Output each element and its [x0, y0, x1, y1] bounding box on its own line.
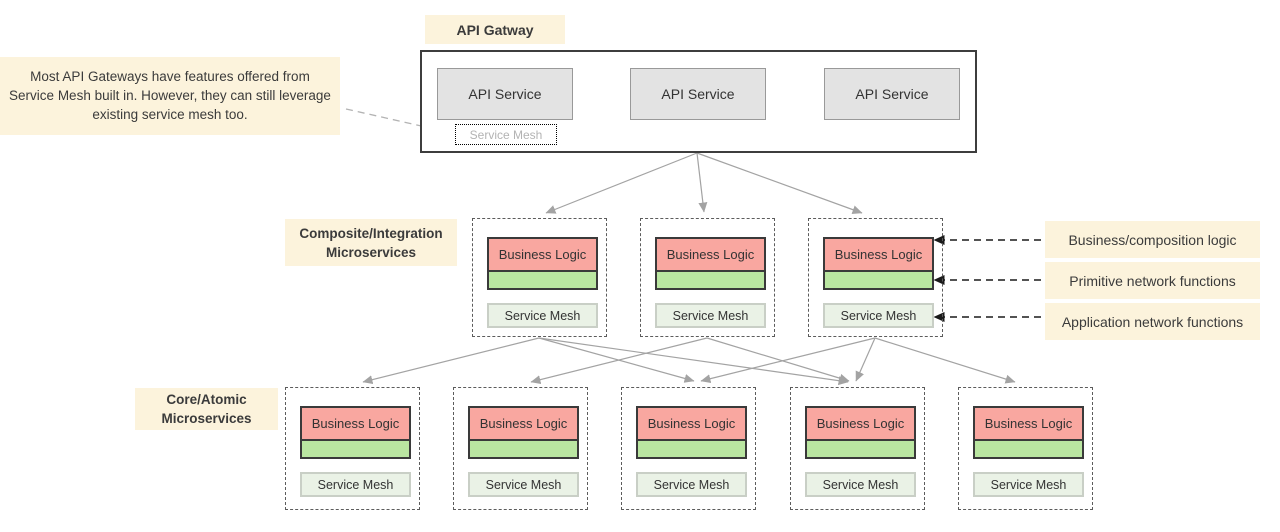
- arrow-gateway-to-composite-1: [545, 152, 698, 214]
- network-function-bar: [657, 272, 764, 288]
- gateway-service-mesh-box: Service Mesh: [455, 124, 557, 145]
- arrow-composite1-to-core1: [362, 337, 540, 385]
- arrow-gateway-to-composite-3: [696, 152, 863, 214]
- api-service-3: API Service: [824, 68, 960, 120]
- service-mesh-box: Service Mesh: [636, 472, 747, 497]
- business-logic-unit: Business Logic: [636, 406, 747, 459]
- network-function-bar: [825, 272, 932, 288]
- composite-microservice-2: Business Logic Service Mesh: [640, 218, 775, 337]
- arrow-composite1-to-core3: [538, 337, 695, 383]
- composite-microservice-1: Business Logic Service Mesh: [472, 218, 607, 337]
- business-logic-unit: Business Logic: [823, 237, 934, 290]
- business-logic-unit: Business Logic: [655, 237, 766, 290]
- api-gateway-title: API Gatway: [425, 15, 565, 44]
- network-function-bar: [489, 272, 596, 288]
- arrow-composite3-to-core4: [855, 337, 876, 382]
- annotation-business-composition-logic: Business/composition logic: [1045, 221, 1260, 258]
- gateway-note: Most API Gateways have features offered …: [0, 57, 340, 135]
- arrow-composite3-to-core5: [874, 337, 1016, 384]
- annotation-application-network-functions: Application network functions: [1045, 303, 1260, 340]
- api-service-2: API Service: [630, 68, 766, 120]
- core-microservice-1: Business Logic Service Mesh: [285, 387, 420, 510]
- business-logic-unit: Business Logic: [805, 406, 916, 459]
- service-mesh-box: Service Mesh: [823, 303, 934, 328]
- network-function-bar: [470, 441, 577, 457]
- business-logic-unit: Business Logic: [468, 406, 579, 459]
- annotation-primitive-network-functions: Primitive network functions: [1045, 262, 1260, 299]
- network-function-bar: [302, 441, 409, 457]
- business-logic-label: Business Logic: [975, 408, 1082, 441]
- api-service-1: API Service: [437, 68, 573, 120]
- business-logic-unit: Business Logic: [300, 406, 411, 459]
- arrow-composite2-to-core2: [530, 337, 708, 385]
- service-mesh-box: Service Mesh: [805, 472, 916, 497]
- core-microservice-4: Business Logic Service Mesh: [790, 387, 925, 510]
- arrow-composite1-to-core4: [538, 337, 849, 386]
- arrow-composite3-to-core3: [700, 337, 876, 384]
- network-function-bar: [638, 441, 745, 457]
- business-logic-unit: Business Logic: [973, 406, 1084, 459]
- business-logic-label: Business Logic: [807, 408, 914, 441]
- arrow-composite2-to-core4: [706, 337, 850, 383]
- arrow-gateway-to-composite-2: [696, 152, 708, 213]
- service-mesh-box: Service Mesh: [300, 472, 411, 497]
- business-logic-label: Business Logic: [302, 408, 409, 441]
- business-logic-label: Business Logic: [489, 239, 596, 272]
- business-logic-label: Business Logic: [657, 239, 764, 272]
- business-logic-label: Business Logic: [825, 239, 932, 272]
- core-microservice-3: Business Logic Service Mesh: [621, 387, 756, 510]
- core-microservice-5: Business Logic Service Mesh: [958, 387, 1093, 510]
- service-mesh-box: Service Mesh: [487, 303, 598, 328]
- business-logic-label: Business Logic: [470, 408, 577, 441]
- service-mesh-box: Service Mesh: [655, 303, 766, 328]
- core-microservice-2: Business Logic Service Mesh: [453, 387, 588, 510]
- business-logic-unit: Business Logic: [487, 237, 598, 290]
- network-function-bar: [975, 441, 1082, 457]
- service-mesh-box: Service Mesh: [468, 472, 579, 497]
- business-logic-label: Business Logic: [638, 408, 745, 441]
- core-tier-label: Core/Atomic Microservices: [135, 388, 278, 430]
- composite-tier-label: Composite/Integration Microservices: [285, 219, 457, 266]
- composite-microservice-3: Business Logic Service Mesh: [808, 218, 943, 337]
- service-mesh-box: Service Mesh: [973, 472, 1084, 497]
- network-function-bar: [807, 441, 914, 457]
